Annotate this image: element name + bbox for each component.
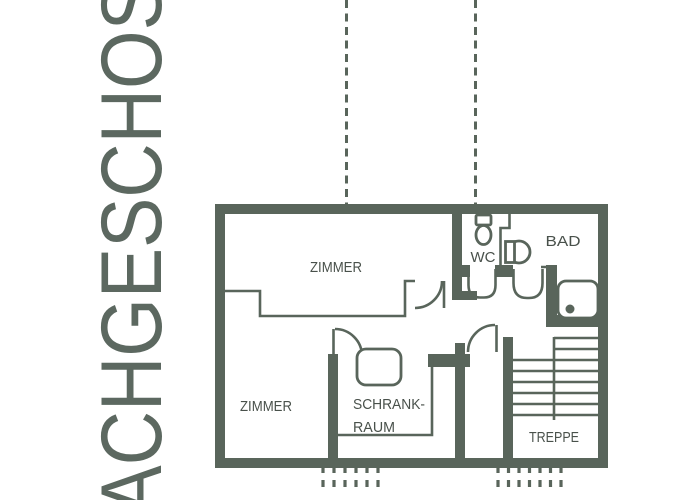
partition-lines (223, 214, 547, 437)
outer-wall-left (215, 204, 225, 468)
door-arch-wc (467, 269, 497, 299)
schrank-walls (338, 356, 434, 437)
wall-stub-center (495, 265, 513, 277)
wall-wc-bad-partition (499, 214, 511, 266)
wardrobe-icon (355, 347, 403, 387)
stairs (513, 336, 598, 420)
door-arc-zimmer-top (414, 280, 444, 310)
outer-wall-right (598, 204, 608, 468)
wall-stub (452, 291, 477, 300)
label-zimmer-bottom: ZIMMER (240, 398, 292, 415)
wall-stairs-left (503, 337, 513, 458)
outer-wall-top (215, 204, 608, 214)
wall-shower-vertical (546, 265, 557, 327)
wall-corridor-right (455, 343, 465, 458)
label-schrank-line1: SCHRANK- (353, 396, 425, 413)
wall-corridor-bar (428, 354, 470, 367)
sink-icon (504, 239, 532, 265)
wall-stub-wc-door (461, 265, 470, 277)
door-arc-stairs (466, 323, 496, 353)
outer-wall-bottom (215, 458, 608, 468)
shower-drain (565, 304, 575, 314)
label-wc: WC (471, 249, 496, 266)
doors (332, 269, 544, 357)
roof-projection-lines (345, 0, 477, 206)
wall-zimmer-schrank (328, 354, 338, 458)
label-bad: BAD (546, 233, 581, 250)
door-arch-bad (512, 269, 544, 300)
dash-group-right (496, 466, 563, 493)
room-labels: ZIMMER WC BAD ZIMMER SCHRANK- RAUM TREPP… (240, 233, 581, 446)
label-schrank-line2: RAUM (353, 419, 395, 436)
toilet-icon (474, 213, 493, 246)
knee-wall-line (223, 279, 415, 318)
fixtures (355, 213, 600, 420)
storey-title: DACHGESCHOSS (84, 0, 180, 500)
label-zimmer-top: ZIMMER (310, 259, 362, 276)
dash-group-left (321, 466, 380, 493)
outer-walls (215, 204, 608, 468)
shower-icon (556, 279, 600, 320)
wall-zimmer-wc (452, 204, 462, 300)
roof-projection-dashes (321, 466, 563, 493)
label-treppe: TREPPE (529, 429, 579, 446)
